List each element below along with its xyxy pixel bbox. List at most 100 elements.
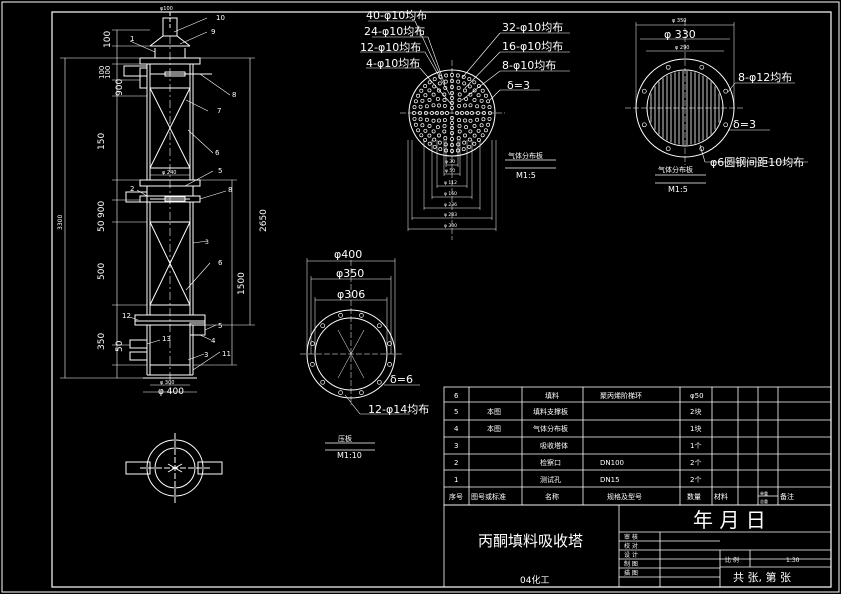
gp1-label-12: 12-φ10均布 bbox=[360, 41, 421, 54]
bom-cell-name: 检察口 bbox=[540, 458, 561, 467]
bom-cell-name: 填料支撑板 bbox=[533, 407, 568, 416]
plate-hole bbox=[481, 104, 486, 109]
plate-hole bbox=[424, 117, 429, 122]
plate-hole bbox=[437, 133, 441, 138]
bom-cell-qty: 1个 bbox=[690, 442, 701, 450]
plate-hole bbox=[472, 80, 477, 85]
plate-hole bbox=[431, 118, 436, 123]
plate-hole bbox=[423, 128, 428, 133]
plate-hole bbox=[468, 103, 473, 108]
plate-hole bbox=[423, 84, 428, 89]
bom-cell-no: 3 bbox=[454, 442, 458, 450]
bolt-hole bbox=[665, 64, 671, 70]
gp1-dim-6: φ 300 bbox=[444, 223, 457, 229]
bolt-hole bbox=[338, 390, 343, 395]
plate-hole bbox=[486, 122, 491, 127]
bom-row: 3 吸收塔体 1个 bbox=[454, 441, 701, 450]
bom-cell-no: 5 bbox=[454, 408, 458, 416]
gp2-title-underline bbox=[655, 174, 706, 184]
plate-hole bbox=[427, 98, 432, 102]
gp1-dim-4: φ 236 bbox=[444, 202, 457, 208]
bolt-hole bbox=[359, 390, 364, 395]
overall-height-label: 3300 bbox=[57, 215, 64, 230]
bolt-hole bbox=[641, 122, 647, 128]
role-checker: 校 对 bbox=[624, 542, 638, 550]
pp-dim-0: φ400 bbox=[334, 248, 362, 261]
gp2-scale: M1:5 bbox=[668, 185, 688, 194]
plate-hole bbox=[456, 79, 461, 84]
bolt-hole bbox=[376, 379, 382, 385]
plate-hole bbox=[431, 129, 436, 134]
gp2-label-2: φ6圆钢间距10均布 bbox=[710, 156, 804, 169]
bom-row: 4 本图 气体分布板 1块 bbox=[454, 424, 701, 433]
plate-hole bbox=[475, 117, 480, 122]
callout-3: 3 bbox=[204, 351, 208, 359]
plate-hole bbox=[416, 128, 421, 133]
bom-cell-name: 吸收塔体 bbox=[540, 441, 568, 450]
gp1-label-4: 4-φ10均布 bbox=[366, 57, 420, 70]
plate-hole bbox=[472, 141, 477, 146]
plate-hole bbox=[443, 85, 448, 90]
plate-hole bbox=[467, 77, 472, 82]
plate-hole bbox=[413, 122, 418, 127]
inner-frame bbox=[51, 11, 832, 588]
bolt-hole bbox=[665, 146, 671, 152]
dim-left-4: 150 bbox=[97, 133, 107, 150]
plate-hole bbox=[479, 123, 484, 128]
gp2-title: 气体分布板 bbox=[658, 165, 693, 174]
bolt-hole bbox=[641, 88, 647, 94]
bom-cell-qty: 2块 bbox=[690, 407, 701, 416]
role-drafter: 制 图 bbox=[624, 560, 638, 568]
plate-hole bbox=[418, 104, 423, 109]
gp2-label-1: δ=3 bbox=[733, 118, 756, 131]
plate-hole bbox=[435, 96, 440, 101]
gp1-label-16: 16-φ10均布 bbox=[502, 40, 563, 53]
bom-cell-no: 1 bbox=[454, 476, 458, 484]
bolt-hole bbox=[376, 323, 382, 329]
plate-hole bbox=[472, 124, 477, 128]
plate-hole bbox=[486, 99, 491, 104]
bom-cell-qty: 2个 bbox=[690, 476, 701, 484]
plate-hole bbox=[475, 104, 480, 109]
plate-hole bbox=[483, 128, 488, 133]
plate-hole bbox=[443, 79, 448, 84]
bom-header-material: 材料 bbox=[714, 492, 728, 501]
bom-row: 6 填料 聚丙烯阶梯环 φ50 bbox=[454, 391, 704, 400]
plate-hole bbox=[464, 125, 469, 130]
plate-hole bbox=[432, 77, 437, 82]
plate-hole bbox=[432, 144, 437, 149]
bom-cell-std: 本图 bbox=[487, 407, 501, 416]
pp-title: 压板 bbox=[338, 434, 352, 443]
plate-hole bbox=[457, 118, 462, 123]
bom-text: 6 填料 聚丙烯阶梯环 φ50 5 本图 填料支撑板 2块 4 本图 气体分布板… bbox=[449, 391, 794, 504]
bolt-hole bbox=[320, 379, 326, 385]
column-elevation bbox=[123, 12, 212, 385]
bom-cell-spec: 聚丙烯阶梯环 bbox=[600, 391, 642, 400]
bom-cell-qty: 1块 bbox=[690, 424, 701, 433]
bolt-hole bbox=[359, 313, 364, 318]
dim-right-0: 2650 bbox=[259, 209, 269, 232]
gas-plate-1 bbox=[360, 20, 570, 240]
dim-3-label: 3 bbox=[205, 239, 209, 246]
gp1-label-40: 40-φ10均布 bbox=[366, 9, 427, 22]
column-plan-view bbox=[125, 433, 223, 503]
plate-hole bbox=[418, 117, 423, 122]
role-reviewer: 审 核 bbox=[624, 533, 638, 541]
callout-8: 8 bbox=[232, 91, 236, 99]
plate-hole bbox=[457, 98, 462, 102]
pp-label-holes: 12-φ14均布 bbox=[368, 403, 429, 416]
gp1-dim-5: φ 283 bbox=[444, 212, 457, 218]
plate-hole bbox=[427, 133, 432, 138]
bottom-diameter-0: φ 300 bbox=[160, 380, 174, 386]
plate-hole bbox=[427, 88, 432, 93]
plate-hole bbox=[437, 140, 442, 145]
callout-5a: 5 bbox=[218, 322, 222, 330]
gp1-dim-3: φ 160 bbox=[444, 191, 457, 197]
dim-left-0: 100 bbox=[103, 31, 113, 48]
scale-label: 比 例 bbox=[725, 556, 739, 564]
plate-hole bbox=[435, 125, 440, 130]
plate-hole bbox=[420, 98, 425, 103]
plate-hole bbox=[457, 124, 462, 128]
